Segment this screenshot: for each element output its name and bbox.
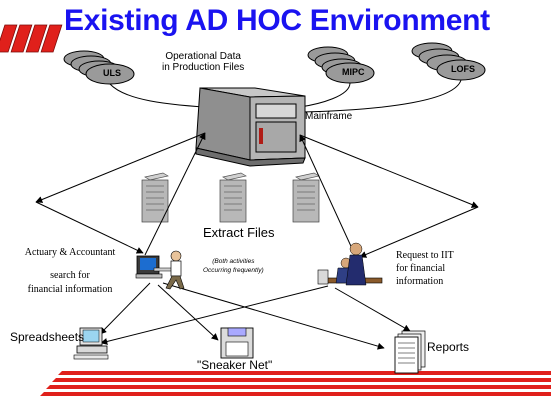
- disk-label-mipc: MIPC: [342, 67, 365, 77]
- floppy-disk-icon: [220, 327, 254, 359]
- extract-files-label: Extract Files: [203, 225, 275, 240]
- activity-frequency-note: (Both activities Occurring frequently): [203, 257, 264, 275]
- disk-stack-mipc: [307, 46, 375, 84]
- request-person-icon: [317, 242, 383, 286]
- disk-stack-lofs: [411, 42, 486, 81]
- production-caption-line1: Operational Data: [165, 51, 241, 62]
- request-caption-line2: for financial: [396, 263, 446, 274]
- extract-server-2: [219, 172, 247, 223]
- red-footer-stripes: [40, 371, 551, 396]
- request-caption-line1: Request to IIT: [396, 250, 454, 261]
- actuary-caption-line2: search for: [50, 270, 90, 281]
- extract-server-1: [141, 172, 169, 223]
- actuary-computer-icon: [135, 250, 185, 290]
- production-caption: Operational Data in Production Files: [162, 51, 244, 73]
- disk-label-uls: ULS: [103, 68, 121, 78]
- production-caption-line2: in Production Files: [162, 62, 245, 73]
- activity-note-line1: (Both activities: [212, 258, 255, 265]
- request-caption-line3: information: [396, 276, 444, 287]
- spreadsheet-computer-icon: [73, 327, 109, 360]
- actuary-caption: Actuary & Accountant search for financia…: [14, 246, 126, 297]
- activity-note-line2: Occurring frequently): [203, 267, 264, 274]
- flow-arrows: [35, 132, 479, 350]
- page-title: Existing AD HOC Environment: [64, 4, 490, 37]
- mainframe-label: Mainframe: [305, 111, 353, 122]
- extract-server-3: [292, 172, 320, 223]
- mainframe-icon: [195, 87, 306, 167]
- reports-document-icon: [394, 330, 426, 374]
- disk-label-lofs: LOFS: [451, 64, 475, 74]
- disk-stack-uls: [63, 50, 135, 85]
- red-logo-blocks: [0, 24, 63, 53]
- sneaker-net-label: "Sneaker Net": [197, 358, 273, 372]
- spreadsheets-label: Spreadsheets: [10, 330, 85, 344]
- actuary-caption-line3: financial information: [27, 284, 113, 295]
- actuary-caption-line1: Actuary & Accountant: [24, 247, 116, 258]
- request-caption: Request to IIT for financial information: [396, 249, 454, 288]
- reports-label: Reports: [427, 340, 470, 354]
